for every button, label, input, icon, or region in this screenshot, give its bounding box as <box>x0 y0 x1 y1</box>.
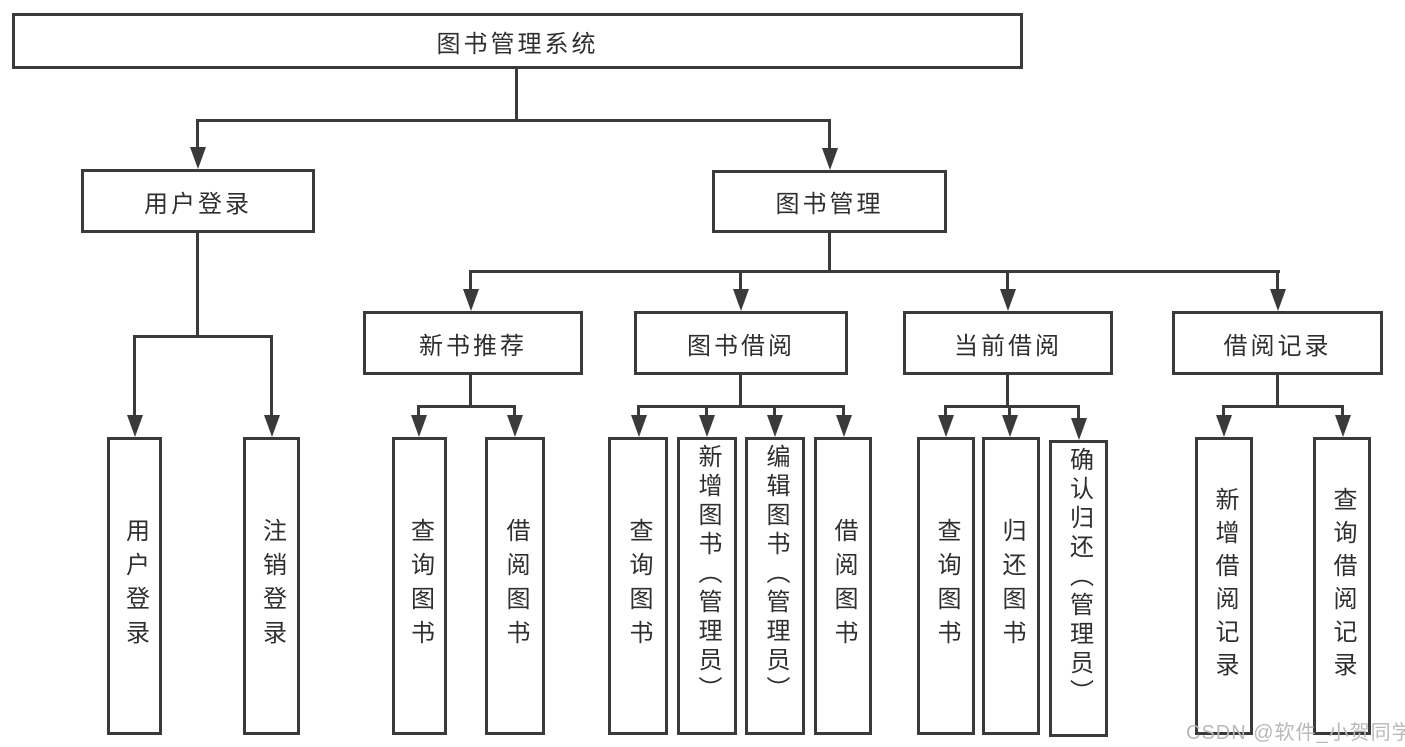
connector-current-borrow-bar <box>944 405 1079 408</box>
arrowhead-records-query <box>1335 415 1351 437</box>
connector-to-leaf-login <box>133 335 136 418</box>
node-current-borrow: 当前借阅 <box>903 311 1113 375</box>
connector-borrow-records-bar <box>1222 405 1344 408</box>
connector-to-newbook-query <box>417 405 420 418</box>
arrowhead-user-login <box>190 147 206 169</box>
connector-to-leaf-logout <box>270 335 273 418</box>
connector-to-newbook-borrow <box>513 405 516 418</box>
leaf-current-query-label: 查询图书 <box>933 518 960 654</box>
connector-current-borrow-trunk <box>1006 375 1009 408</box>
arrowhead-book-borrow <box>733 289 749 311</box>
node-new-book-recommend-label: 新书推荐 <box>419 332 527 360</box>
arrowhead-borrow-query <box>631 415 647 437</box>
arrowhead-leaf-login <box>127 415 143 437</box>
arrowhead-book-management <box>822 148 838 170</box>
node-borrow-records-label: 借阅记录 <box>1223 332 1332 360</box>
arrowhead-newbook-borrow <box>507 415 523 437</box>
connector-level2-bar <box>196 119 831 122</box>
connector-root-trunk <box>515 69 518 122</box>
arrowhead-current-borrow <box>1000 289 1016 311</box>
connector-to-borrow-records <box>1276 270 1279 292</box>
leaf-user-login-label: 用户登录 <box>121 518 149 654</box>
node-book-borrow-label: 图书借阅 <box>687 332 795 360</box>
arrowhead-leaf-logout <box>264 415 280 437</box>
connector-to-borrow-borrow <box>842 405 845 418</box>
leaf-records-query-label: 查询借阅记录 <box>1329 487 1356 685</box>
arrowhead-borrow-borrow <box>836 415 852 437</box>
node-borrow-records: 借阅记录 <box>1172 311 1383 375</box>
leaf-borrow-borrow-label: 借阅图书 <box>830 518 857 654</box>
connector-user-login-bar <box>133 335 273 338</box>
node-root-label: 图书管理系统 <box>436 30 599 58</box>
connector-book-borrow-bar <box>637 405 845 408</box>
node-book-management: 图书管理 <box>712 170 947 233</box>
connector-level3-bar <box>469 270 1280 273</box>
node-current-borrow-label: 当前借阅 <box>954 332 1062 360</box>
node-new-book-recommend: 新书推荐 <box>363 311 583 375</box>
node-user-login: 用户登录 <box>81 169 315 233</box>
leaf-borrow-borrow: 借阅图书 <box>814 437 872 735</box>
leaf-borrow-edit-label: 编辑图书（管理员） <box>762 444 789 705</box>
leaf-logout: 注销登录 <box>243 437 300 735</box>
connector-book-borrow-trunk <box>739 375 742 408</box>
connector-user-login-trunk <box>196 233 199 338</box>
arrowhead-newbook-query <box>411 415 427 437</box>
leaf-current-return: 归还图书 <box>982 437 1040 735</box>
arrowhead-current-query <box>938 415 954 437</box>
connector-book-management-trunk <box>828 233 831 273</box>
leaf-current-query: 查询图书 <box>917 437 975 735</box>
connector-to-borrow-add <box>705 405 708 418</box>
leaf-borrow-edit: 编辑图书（管理员） <box>745 437 805 735</box>
arrowhead-borrow-edit <box>767 415 783 437</box>
connector-to-current-query <box>944 405 947 418</box>
leaf-borrow-add-label: 新增图书（管理员） <box>694 444 721 705</box>
connector-to-current-borrow <box>1006 270 1009 292</box>
connector-to-new-book <box>469 270 472 292</box>
connector-to-current-return <box>1008 405 1011 418</box>
connector-to-user-login <box>196 119 199 150</box>
connector-to-book-borrow <box>739 270 742 292</box>
arrowhead-current-return <box>1002 415 1018 437</box>
connector-to-book-management <box>828 119 831 150</box>
leaf-borrow-add: 新增图书（管理员） <box>677 437 737 735</box>
connector-to-records-query <box>1341 405 1344 418</box>
arrowhead-records-add <box>1216 415 1232 437</box>
leaf-borrow-query: 查询图书 <box>608 437 668 735</box>
leaf-borrow-query-label: 查询图书 <box>625 518 652 654</box>
leaf-newbook-borrow-label: 借阅图书 <box>502 518 529 654</box>
connector-to-current-confirm <box>1077 405 1080 420</box>
leaf-user-login: 用户登录 <box>107 437 162 735</box>
leaf-current-confirm: 确认归还（管理员） <box>1049 440 1108 737</box>
connector-to-records-add <box>1222 405 1225 418</box>
arrowhead-borrow-add <box>699 415 715 437</box>
connector-new-book-trunk <box>469 375 472 408</box>
leaf-current-confirm-label: 确认归还（管理员） <box>1065 447 1093 708</box>
node-book-management-label: 图书管理 <box>775 191 884 218</box>
leaf-current-return-label: 归还图书 <box>998 518 1025 654</box>
leaf-records-add-label: 新增借阅记录 <box>1211 487 1238 685</box>
connector-to-borrow-edit <box>773 405 776 418</box>
leaf-records-query: 查询借阅记录 <box>1313 437 1371 735</box>
leaf-newbook-query-label: 查询图书 <box>406 518 434 654</box>
connector-to-borrow-query <box>637 405 640 418</box>
leaf-records-add: 新增借阅记录 <box>1195 437 1253 735</box>
leaf-newbook-query: 查询图书 <box>392 437 447 735</box>
leaf-logout-label: 注销登录 <box>258 518 286 654</box>
arrowhead-current-confirm <box>1071 418 1087 440</box>
arrowhead-new-book <box>463 289 479 311</box>
csdn-watermark: CSDN @软件_小贺同学 <box>1186 722 1405 744</box>
arrowhead-borrow-records <box>1270 289 1286 311</box>
node-root: 图书管理系统 <box>12 13 1023 69</box>
node-user-login-label: 用户登录 <box>144 190 252 218</box>
connector-new-book-bar <box>417 405 516 408</box>
leaf-newbook-borrow: 借阅图书 <box>485 437 545 735</box>
node-book-borrow: 图书借阅 <box>634 311 848 375</box>
connector-borrow-records-trunk <box>1276 375 1279 408</box>
